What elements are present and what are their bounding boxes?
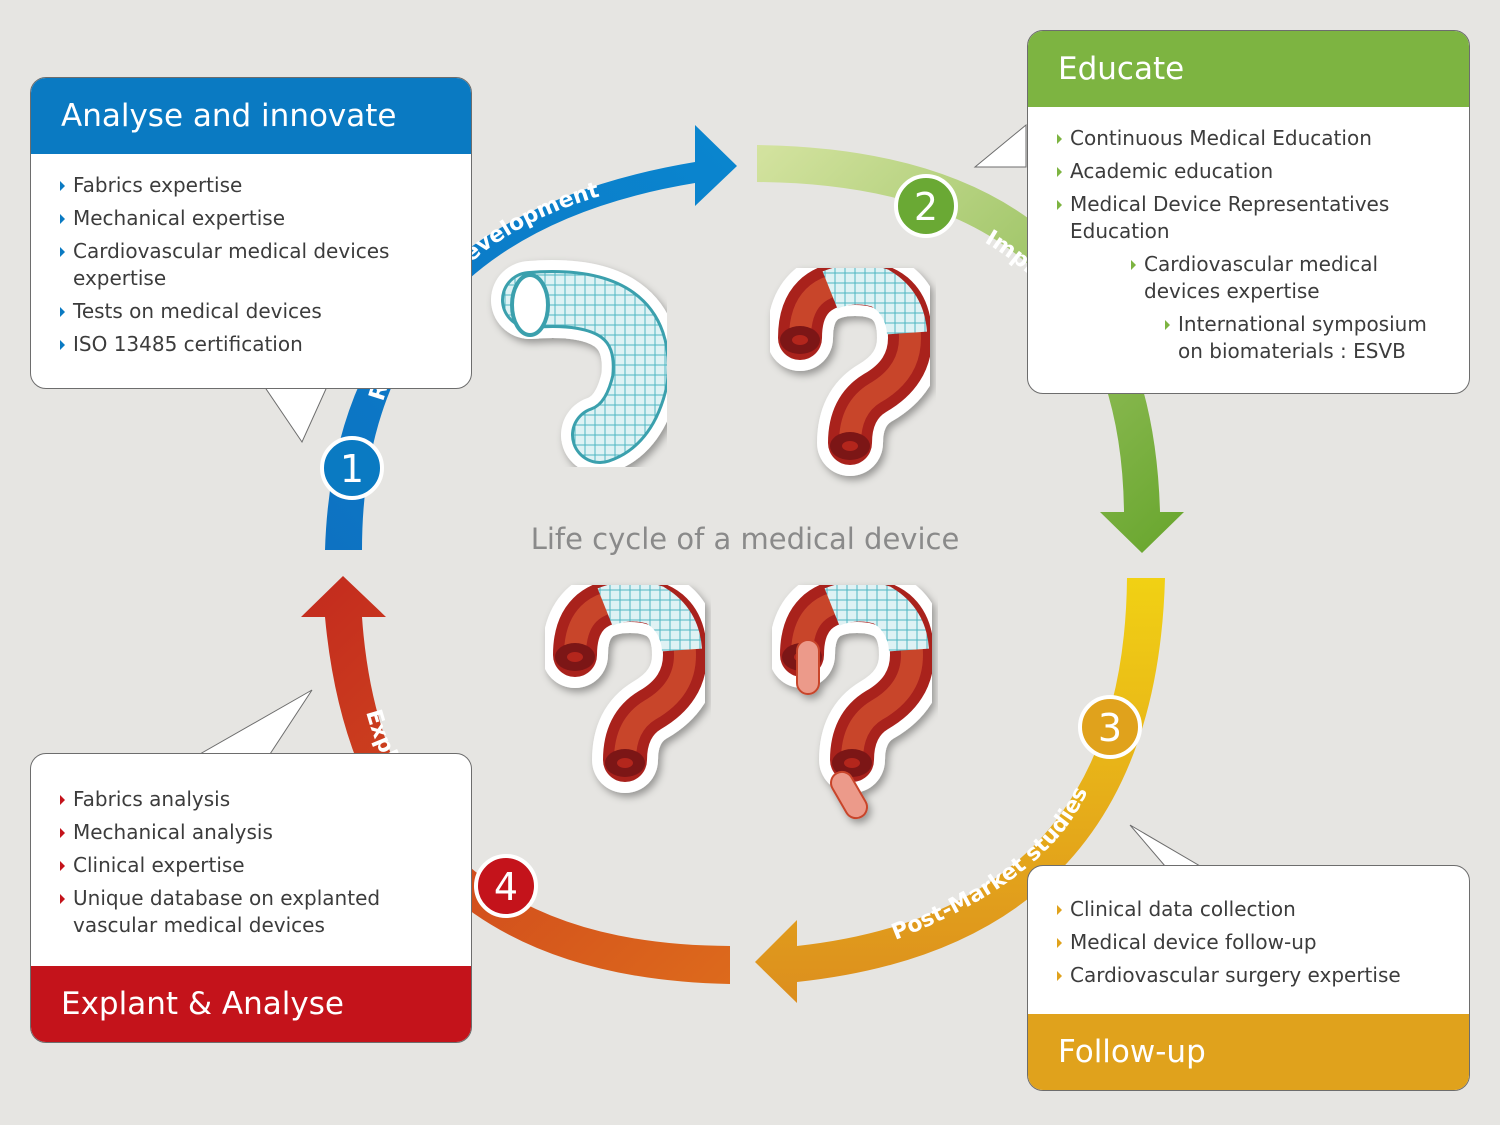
bullet-icon — [1165, 320, 1170, 330]
educate-list: Continuous Medical Education Academic ed… — [1028, 125, 1469, 371]
stent-graft-icon — [491, 260, 680, 474]
bullet-icon — [1057, 938, 1062, 948]
list-item: International symposium on biomaterials … — [1028, 311, 1455, 365]
badge-3: 3 — [1078, 695, 1142, 759]
followup-panel: Clinical data collection Medical device … — [1027, 865, 1470, 1091]
svg-text:4: 4 — [494, 865, 518, 909]
svg-text:2: 2 — [914, 185, 938, 229]
list-item: Cardiovascular medical devices expertise — [31, 238, 457, 292]
question-mark-vessel-graft-icon — [780, 283, 910, 460]
list-item: Mechanical analysis — [31, 819, 457, 846]
badge-2: 2 — [894, 174, 958, 238]
analyse-panel: Analyse and innovate Fabrics expertise M… — [30, 77, 472, 389]
list-item: Medical device follow-up — [1028, 929, 1455, 956]
list-item: Mechanical expertise — [31, 205, 457, 232]
list-item: Medical Device Representatives Education — [1028, 191, 1455, 245]
educate-panel: Educate Continuous Medical Education Aca… — [1027, 30, 1470, 394]
analyse-panel-title: Analyse and innovate — [31, 78, 471, 154]
question-mark-vessel-graft-explant-icon — [782, 600, 912, 820]
list-item: Academic education — [1028, 158, 1455, 185]
bullet-icon — [60, 828, 65, 838]
post-market-arrow — [755, 578, 1165, 1003]
bullet-icon — [60, 861, 65, 871]
educate-bubble-tail — [973, 123, 1027, 168]
explant-panel-title: Explant & Analyse — [31, 966, 471, 1042]
explant-panel: Fabrics analysis Mechanical analysis Cli… — [30, 753, 472, 1043]
bullet-icon — [60, 214, 65, 224]
bullet-icon — [60, 307, 65, 317]
followup-list: Clinical data collection Medical device … — [1028, 896, 1469, 995]
bullet-icon — [1057, 200, 1062, 210]
list-item: ISO 13485 certification — [31, 331, 457, 358]
list-item: Fabrics expertise — [31, 172, 457, 199]
bullet-icon — [1131, 260, 1136, 270]
list-item: Continuous Medical Education — [1028, 125, 1455, 152]
bullet-icon — [1057, 905, 1062, 915]
question-mark-vessel-graft-icon — [555, 600, 685, 777]
followup-panel-title: Follow-up — [1028, 1014, 1469, 1090]
educate-panel-title: Educate — [1028, 31, 1469, 107]
bullet-icon — [60, 181, 65, 191]
bullet-icon — [1057, 134, 1062, 144]
list-item: Clinical data collection — [1028, 896, 1455, 923]
badge-4: 4 — [474, 854, 538, 918]
badge-1: 1 — [320, 436, 384, 500]
list-item: Fabrics analysis — [31, 786, 457, 813]
svg-text:3: 3 — [1098, 706, 1122, 750]
list-item: Cardiovascular medical devices expertise — [1028, 251, 1455, 305]
list-item: Unique database on explanted vascular me… — [31, 885, 457, 939]
bullet-icon — [60, 795, 65, 805]
list-item: Cardiovascular surgery expertise — [1028, 962, 1455, 989]
bullet-icon — [60, 247, 65, 257]
bullet-icon — [1057, 167, 1062, 177]
explant-list: Fabrics analysis Mechanical analysis Cli… — [31, 786, 471, 945]
bullet-icon — [1057, 971, 1062, 981]
analyse-list: Fabrics expertise Mechanical expertise C… — [31, 172, 471, 364]
diagram-title: Life cycle of a medical device — [530, 522, 960, 556]
bullet-icon — [60, 340, 65, 350]
list-item: Tests on medical devices — [31, 298, 457, 325]
svg-text:1: 1 — [340, 447, 364, 491]
bullet-icon — [60, 894, 65, 904]
list-item: Clinical expertise — [31, 852, 457, 879]
